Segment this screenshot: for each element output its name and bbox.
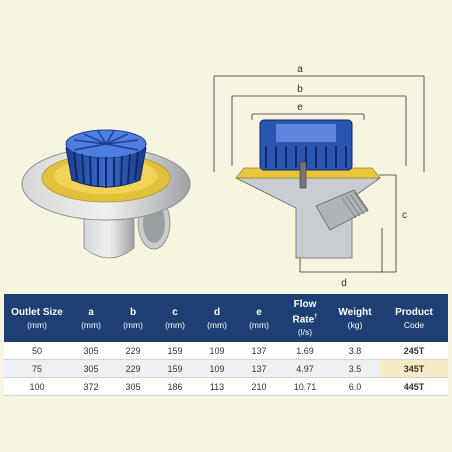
cell-flow-rate: 10.71 — [280, 377, 330, 397]
product-photo — [21, 129, 191, 259]
cell-a: 305 — [70, 359, 112, 379]
cell-outlet-size: 75 — [4, 359, 70, 379]
dimension-diagram: a b e c d — [213, 64, 425, 289]
cell-e: 137 — [238, 359, 280, 379]
dim-label-d: d — [341, 278, 347, 289]
drain-section — [235, 119, 382, 259]
cell-c: 186 — [154, 377, 196, 397]
header-b: b(mm) — [112, 294, 154, 343]
cell-c: 159 — [154, 342, 196, 361]
cell-flow-rate: 1.69 — [280, 342, 330, 361]
cell-d: 109 — [196, 359, 238, 379]
cell-e: 137 — [238, 342, 280, 361]
cell-weight: 6.0 — [330, 377, 380, 397]
dim-label-a: a — [297, 64, 303, 75]
dim-label-c: c — [402, 210, 407, 221]
cell-a: 305 — [70, 342, 112, 361]
cell-outlet-size: 50 — [4, 342, 70, 361]
header-outlet-size: Outlet Size(mm) — [4, 294, 70, 343]
cell-d: 109 — [196, 342, 238, 361]
header-weight: Weight(kg) — [330, 294, 380, 343]
cell-d: 113 — [196, 377, 238, 397]
table-header-row: Outlet Size(mm) a(mm) b(mm) c(mm) d(mm) … — [4, 294, 448, 343]
header-c: c(mm) — [154, 294, 196, 343]
cell-product-code: 245T — [380, 342, 448, 361]
dome-grate — [65, 129, 147, 188]
header-a: a(mm) — [70, 294, 112, 343]
cell-a: 372 — [70, 377, 112, 397]
cell-flow-rate: 4.97 — [280, 359, 330, 379]
dim-label-e: e — [297, 102, 303, 113]
dimension-labels: a b e c d — [297, 64, 407, 289]
cell-product-code: 345T — [380, 359, 448, 379]
dim-label-b: b — [297, 84, 303, 95]
cell-b: 229 — [112, 359, 154, 379]
header-d: d(mm) — [196, 294, 238, 343]
table-row: 50 305 229 159 109 137 1.69 3.8 245T — [4, 342, 448, 361]
cell-weight: 3.5 — [330, 359, 380, 379]
table-row: 100 372 305 186 113 210 10.71 6.0 445T — [4, 377, 448, 397]
cell-product-code: 445T — [380, 377, 448, 397]
cell-b: 305 — [112, 377, 154, 397]
header-flow-rate: Flow Rate†(l/s) — [280, 294, 330, 343]
header-e: e(mm) — [238, 294, 280, 343]
spec-table: Outlet Size(mm) a(mm) b(mm) c(mm) d(mm) … — [4, 294, 448, 397]
cell-outlet-size: 100 — [4, 377, 70, 397]
dimension-lines — [213, 75, 425, 273]
cell-c: 159 — [154, 359, 196, 379]
cell-b: 229 — [112, 342, 154, 361]
cell-weight: 3.8 — [330, 342, 380, 361]
cell-e: 210 — [238, 377, 280, 397]
table-row: 75 305 229 159 109 137 4.97 3.5 345T — [4, 359, 448, 379]
